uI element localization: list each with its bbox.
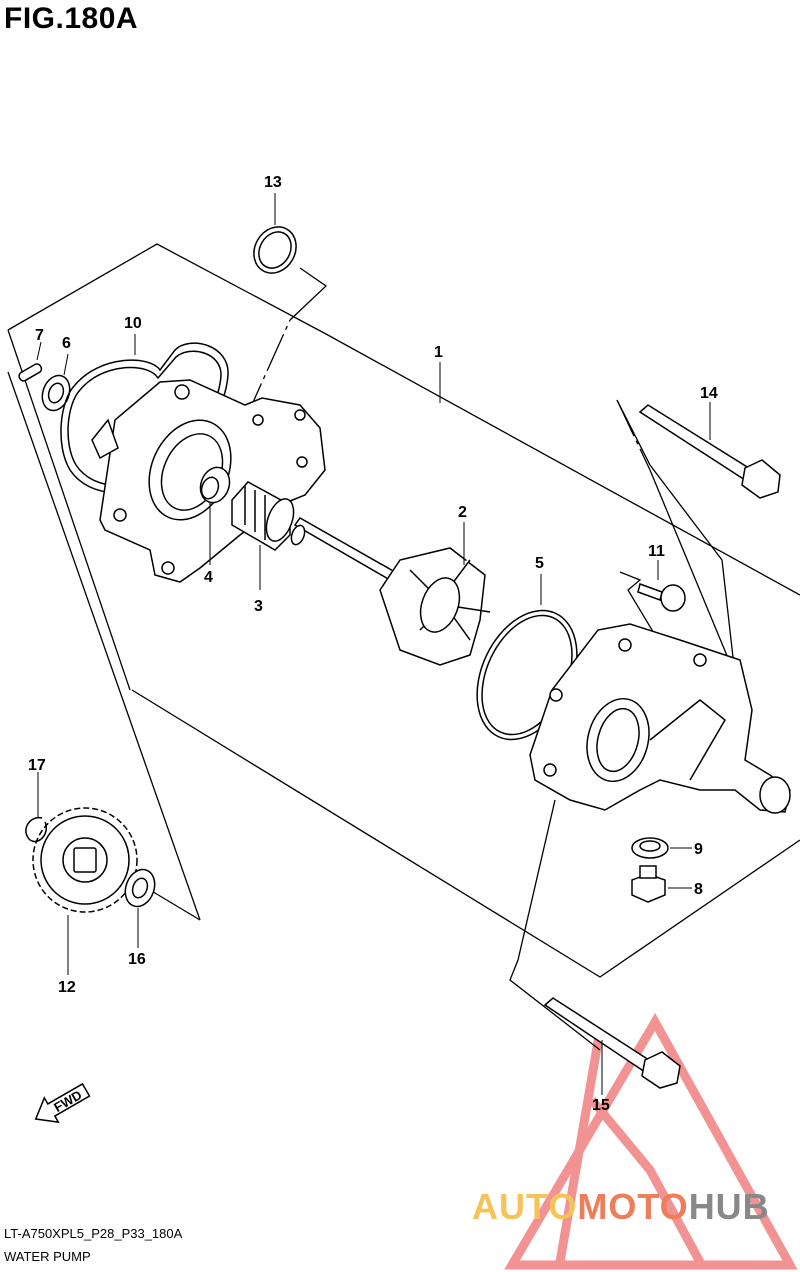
part-12-gear <box>32 807 138 913</box>
part-14-bolt <box>638 404 781 499</box>
callout-1: 1 <box>434 344 443 361</box>
part-8-drain-bolt <box>631 865 666 903</box>
callout-14: 14 <box>700 385 718 402</box>
leader-lines <box>36 193 711 1095</box>
fwd-arrow-icon: FWD <box>34 1082 91 1124</box>
callout-7: 7 <box>35 327 44 344</box>
part-16-washer <box>124 868 156 908</box>
watermark-auto: AUTO <box>472 1186 578 1227</box>
callout-labels: 1 2 3 4 5 6 7 8 9 10 11 12 13 14 15 16 1… <box>28 174 718 1114</box>
part-7-pin <box>18 363 43 382</box>
part-2-impeller <box>290 517 491 666</box>
callout-11: 11 <box>648 543 665 560</box>
part-4-seal <box>199 466 231 504</box>
watermark-text: AUTOMOTOHUB <box>472 1186 770 1228</box>
callout-17: 17 <box>28 757 46 774</box>
callout-16: 16 <box>128 951 146 968</box>
part-6-washer <box>41 374 71 412</box>
watermark-logo <box>504 1012 798 1270</box>
watermark-moto: MOTO <box>577 1186 689 1227</box>
callout-9: 9 <box>694 841 703 858</box>
callout-4: 4 <box>204 569 213 586</box>
part-13-o-ring <box>253 226 297 274</box>
callout-15: 15 <box>592 1097 610 1114</box>
figure-name: WATER PUMP <box>4 1249 91 1264</box>
callout-6: 6 <box>62 335 71 352</box>
part-11-screw <box>637 583 686 612</box>
part-9-washer <box>631 837 669 859</box>
pump-cover <box>529 623 791 814</box>
callout-12: 12 <box>58 979 76 996</box>
callout-2: 2 <box>458 504 467 521</box>
callout-10: 10 <box>124 315 142 332</box>
callout-13: 13 <box>264 174 282 191</box>
callout-5: 5 <box>535 555 544 572</box>
assembly-outline <box>7 243 800 1051</box>
part-17-circlip <box>25 816 47 843</box>
figure-title: FIG.180A <box>4 2 139 35</box>
callout-8: 8 <box>694 881 703 898</box>
callout-3: 3 <box>254 598 263 615</box>
part-15-bolt <box>543 997 681 1089</box>
figure-code: LT-A750XPL5_P28_P33_180A <box>4 1226 183 1241</box>
watermark-hub: HUB <box>688 1186 770 1227</box>
part-3-mechanical-seal <box>231 481 295 551</box>
